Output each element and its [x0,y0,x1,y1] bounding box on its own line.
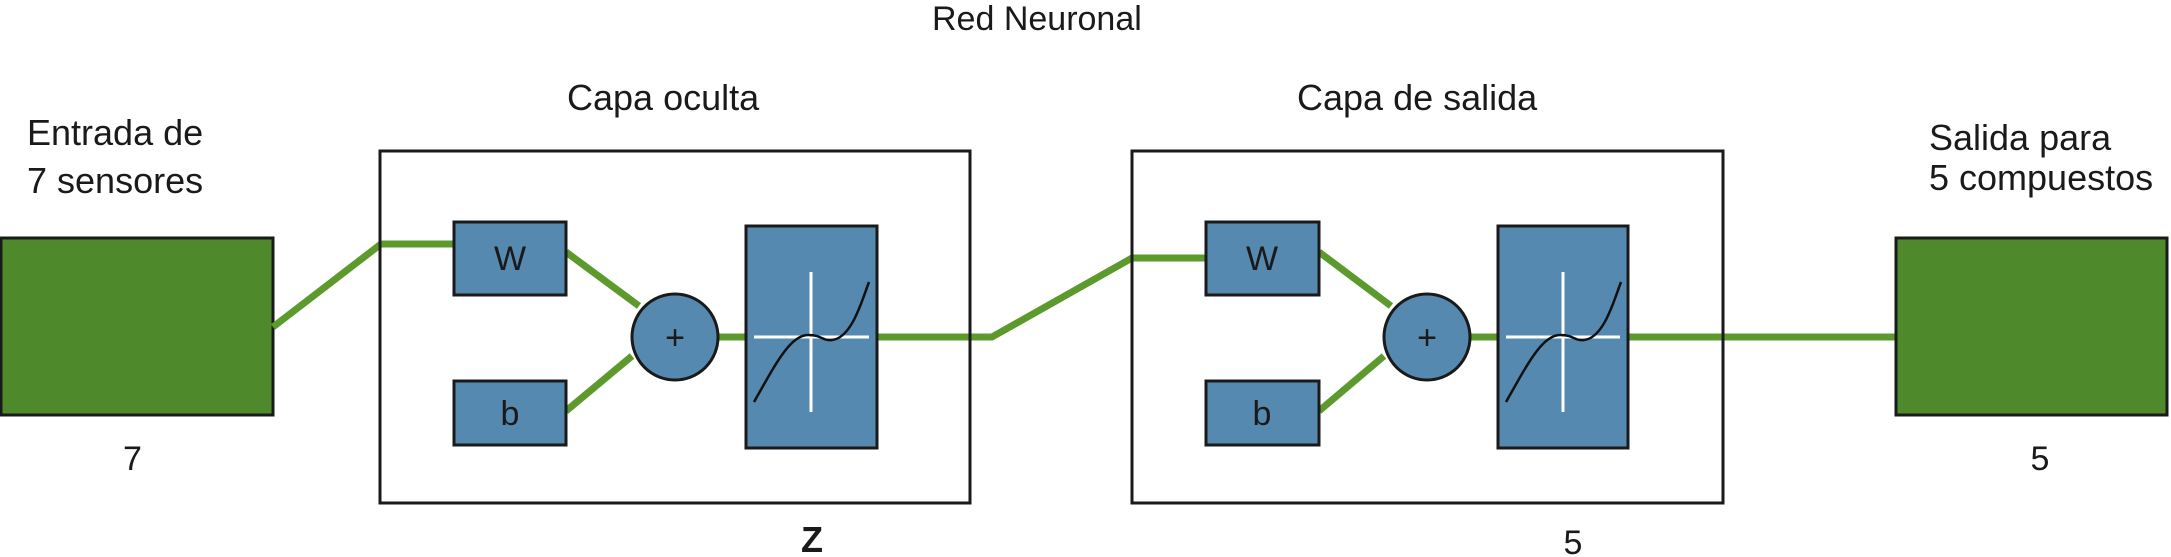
hidden-bias-label: b [501,395,520,433]
input-block [0,236,275,417]
hidden-weight-label: W [494,240,526,278]
hidden-activation-block [744,224,879,450]
hidden-weight-block: W [452,220,568,297]
output-layer-frame [1130,149,1725,505]
output-sum-symbol: + [1417,319,1437,357]
hidden-layer-size-label: Z [801,519,823,557]
hidden-layer-frame [378,149,972,505]
hidden-sum-node: + [630,292,720,382]
connector-output-w-to-sum [1316,249,1394,309]
output-weight-block: W [1204,220,1321,297]
output-layer-title: Capa de salida [1297,77,1538,118]
output-weight-label: W [1246,240,1278,278]
output-layer-size-label: 5 [1564,524,1583,557]
output-label-line1: Salida para [1929,117,2112,158]
output-block [1894,236,2169,417]
output-sum-node: + [1382,292,1472,382]
connector-hidden-to-output-w [877,254,1206,341]
input-label-line2: 7 sensores [27,160,203,201]
input-label-line1: Entrada de [27,112,203,153]
connector-hidden-w-to-sum [563,249,642,309]
connector-hidden-b-to-sum [563,353,635,414]
output-size-label: 5 [2031,440,2050,478]
output-activation-block [1496,224,1630,450]
hidden-layer-title: Capa oculta [567,77,760,118]
output-label-line2: 5 compuestos [1929,157,2153,198]
output-bias-label: b [1253,395,1272,433]
output-bias-block: b [1204,379,1321,447]
hidden-sum-symbol: + [665,319,685,357]
cubic-transfer-function-icon [1504,272,1623,412]
connector-input-to-hidden-w [270,240,454,330]
cubic-transfer-function-icon [752,272,871,412]
connector-output-b-to-sum [1316,353,1387,414]
hidden-bias-block: b [452,379,568,447]
diagram-title: Red Neuronal [932,0,1142,38]
input-size-label: 7 [123,440,142,478]
